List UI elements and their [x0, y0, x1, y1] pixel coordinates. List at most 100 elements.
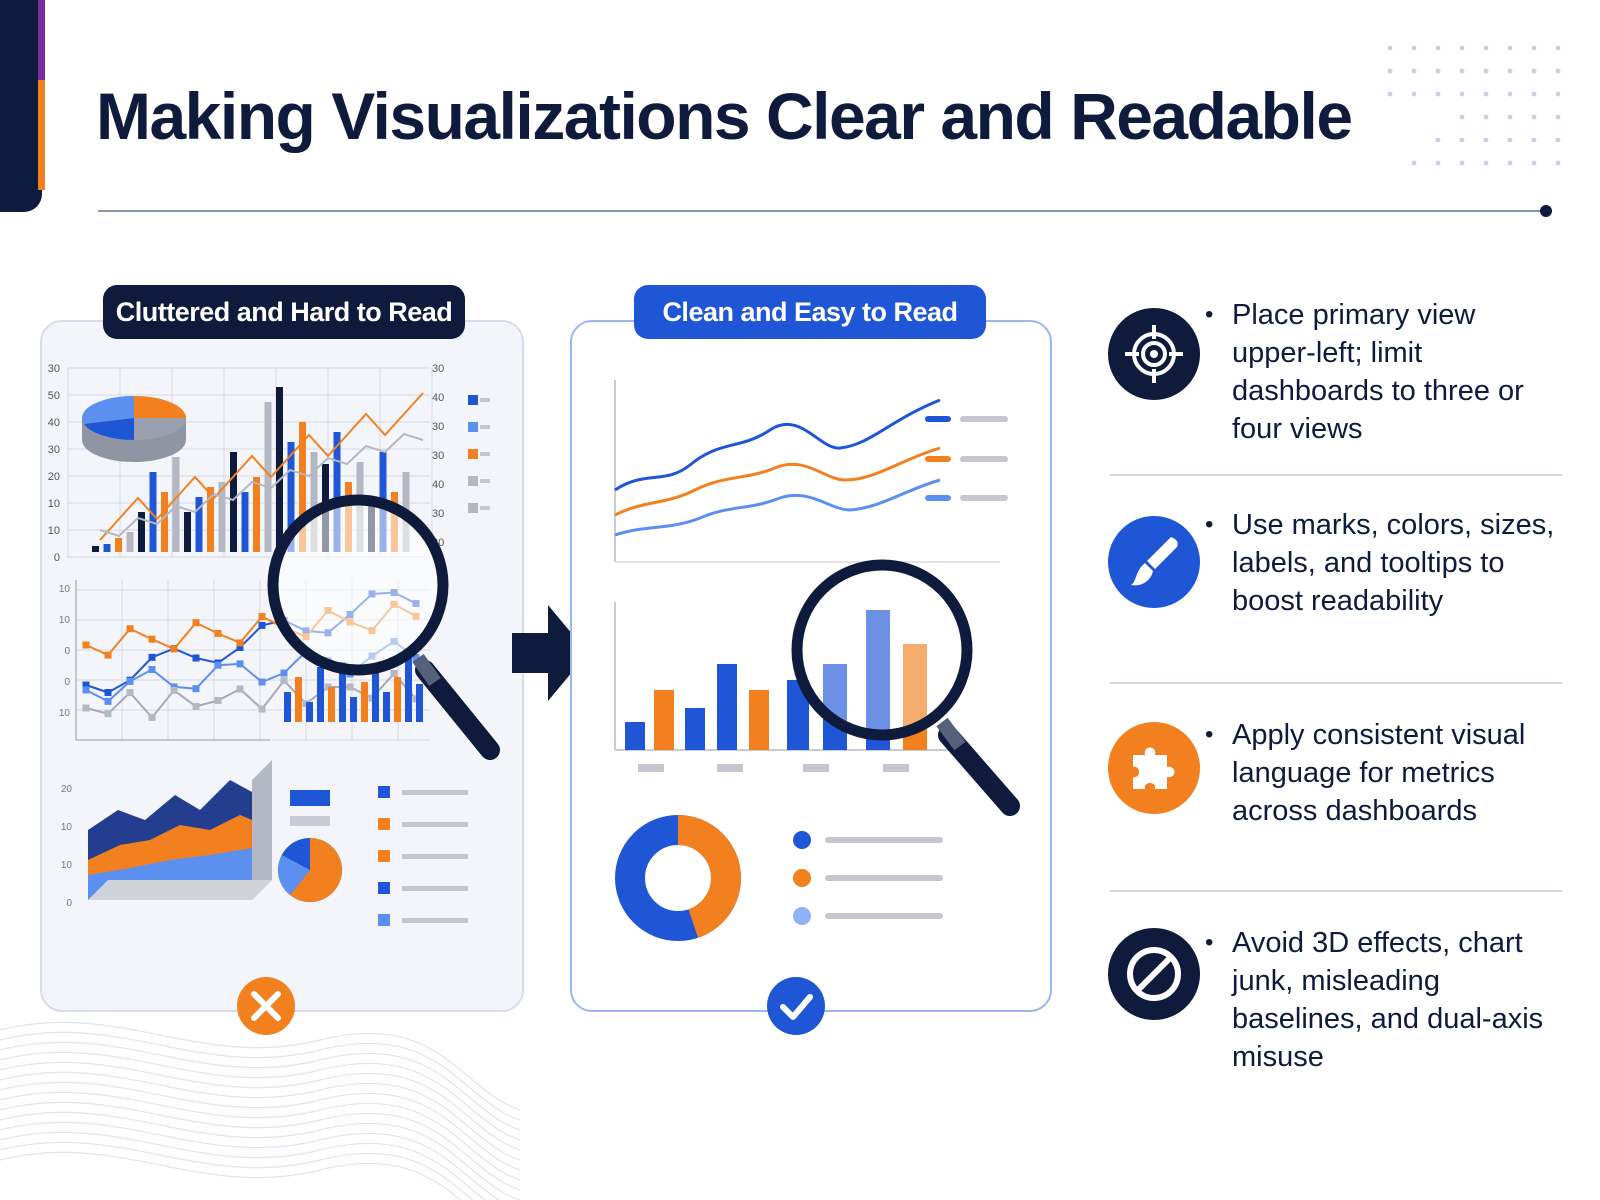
point-mark — [104, 688, 112, 696]
legend-swatch — [468, 503, 478, 513]
legend-swatch — [468, 422, 478, 432]
bar-mark — [328, 687, 335, 722]
bar-mark — [207, 487, 214, 552]
point-mark — [214, 629, 222, 637]
tip-1: • Place primary view upper-left; limit d… — [1205, 296, 1562, 448]
point-mark — [346, 683, 354, 691]
point-mark — [192, 619, 200, 627]
point-mark — [236, 643, 244, 651]
axis-tick-label: 0 — [54, 552, 60, 564]
bar-mark — [339, 662, 346, 722]
bar-mark — [416, 684, 423, 722]
point-mark — [148, 666, 156, 674]
magnifier-icon — [791, 559, 1020, 816]
bullet: • — [1205, 301, 1214, 328]
axis-tick-label: 20 — [61, 784, 73, 795]
point-mark — [258, 705, 266, 713]
point-mark — [280, 677, 288, 685]
point-mark — [104, 697, 112, 705]
bar-mark — [361, 682, 368, 722]
point-mark — [148, 713, 156, 721]
axis-tick-label: 30 — [432, 450, 444, 462]
point-mark — [258, 613, 266, 621]
axis-tick-label: 30 — [48, 363, 60, 375]
axis-tick-label: 30 — [48, 444, 60, 456]
legend-swatch — [378, 786, 390, 798]
clean-donut-chart — [615, 815, 943, 941]
legend-line — [480, 452, 490, 456]
tip-divider — [1110, 682, 1562, 684]
legend-line — [480, 425, 490, 429]
point-mark — [82, 681, 90, 689]
puzzle-icon — [1108, 722, 1200, 814]
axis-tick-label: 10 — [59, 708, 71, 719]
bar-mark — [295, 677, 302, 722]
point-mark — [104, 710, 112, 718]
bar-mark — [92, 546, 99, 552]
point-mark — [104, 651, 112, 659]
bar-mark — [287, 442, 295, 552]
legend-line — [402, 822, 468, 827]
point-mark — [126, 689, 134, 697]
legend-swatch — [378, 850, 390, 862]
paintbrush-icon — [1108, 516, 1200, 608]
legend-line — [402, 886, 468, 891]
point-mark — [192, 702, 200, 710]
point-mark — [214, 661, 222, 669]
point-mark — [82, 641, 90, 649]
bar-mark — [161, 492, 168, 552]
point-mark — [170, 645, 178, 653]
bar-mark — [264, 402, 272, 552]
bar-mark — [172, 457, 180, 552]
point-mark — [258, 621, 266, 629]
x-icon — [237, 977, 295, 1035]
point-mark — [280, 669, 288, 677]
point-mark — [390, 670, 398, 678]
bar-mark — [103, 544, 111, 552]
bar-mark — [195, 497, 203, 552]
tip-4: • Avoid 3D effects, chart junk, misleadi… — [1205, 924, 1562, 1076]
bar-mark — [253, 477, 260, 552]
bar-mark — [284, 692, 291, 722]
legend-swatch — [468, 449, 478, 459]
clean-dashboard-illustration — [614, 380, 1020, 941]
title-divider-dot — [1540, 205, 1552, 217]
tip-divider — [1110, 474, 1562, 476]
axis-tick-label: 40 — [432, 392, 444, 404]
axis-tick-label: 20 — [48, 471, 60, 483]
legend-line — [480, 506, 490, 510]
point-mark — [170, 686, 178, 694]
tip-divider — [1110, 890, 1562, 892]
bar-mark — [383, 692, 390, 722]
axis-tick-label: 50 — [48, 390, 60, 402]
small-pie-chart — [278, 838, 342, 903]
bar-mark — [310, 452, 318, 552]
tip-3: • Apply consistent visual language for m… — [1205, 716, 1562, 830]
axis-tick-label: 30 — [432, 421, 444, 433]
axis-tick-label: 0 — [64, 646, 70, 657]
axis-tick-label: 10 — [48, 525, 60, 537]
title-divider — [98, 210, 1548, 212]
legend-line — [402, 918, 468, 923]
target-icon — [1108, 308, 1200, 400]
bar-mark — [149, 472, 157, 552]
corner-accent-stripe — [38, 0, 45, 190]
bar-mark — [306, 702, 313, 722]
magnifier-icon — [267, 494, 500, 760]
bullet: • — [1205, 721, 1214, 748]
bar-mark — [372, 672, 379, 722]
point-mark — [258, 678, 266, 686]
point-mark — [192, 685, 200, 693]
tip-3-text: Apply consistent visual language for met… — [1232, 719, 1526, 827]
bar-mark — [405, 657, 412, 722]
point-mark — [148, 653, 156, 661]
axis-tick-label: 0 — [64, 677, 70, 688]
bar-mark — [394, 677, 401, 722]
bar-mark — [299, 422, 306, 552]
bar-mark — [350, 697, 357, 722]
bar-mark — [230, 452, 237, 552]
axis-tick-label: 10 — [48, 498, 60, 510]
axis-tick-label: 0 — [66, 898, 72, 909]
decorative-dot-grid — [1387, 45, 1561, 166]
